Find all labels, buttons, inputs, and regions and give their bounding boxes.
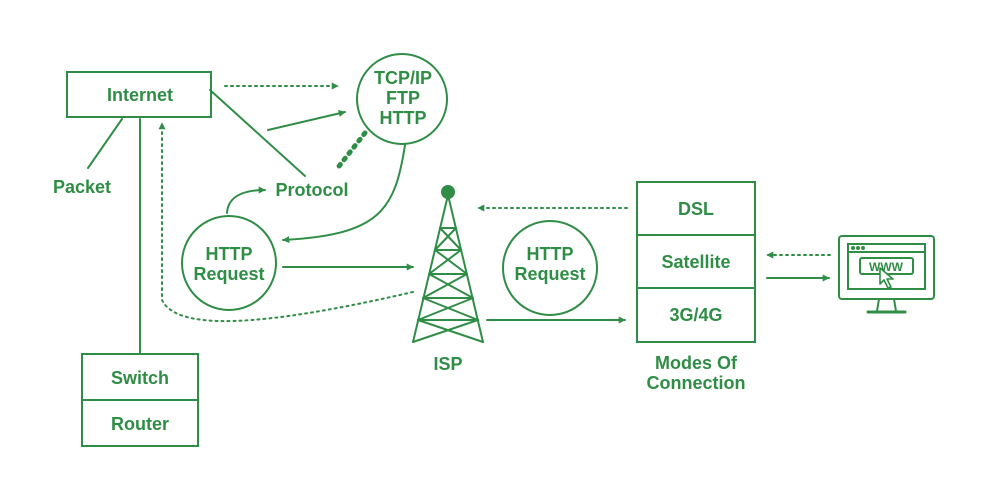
protocol-dotted-link xyxy=(333,130,368,173)
router-label: Router xyxy=(111,414,169,434)
isp-tower-icon xyxy=(412,185,484,343)
protocols-line-1: TCP/IP xyxy=(374,68,432,88)
www-label: WWW xyxy=(869,260,904,274)
arrow-protocols-to-request xyxy=(282,144,406,244)
isp-label: ISP xyxy=(433,354,462,374)
http-request-right-line-2: Request xyxy=(514,264,585,284)
protocol-connector xyxy=(209,89,306,177)
http-request-right-circle xyxy=(502,220,598,316)
mode-satellite-label: Satellite xyxy=(661,252,730,272)
switch-label: Switch xyxy=(111,368,169,388)
modes-caption-line-1: Modes Of xyxy=(655,353,738,373)
modes-caption-line-2: Connection xyxy=(647,373,746,393)
modes-box xyxy=(636,181,756,343)
protocols-line-2: FTP xyxy=(386,88,420,108)
mode-3g4g-label: 3G/4G xyxy=(669,305,722,325)
cursor-arrow-icon xyxy=(879,267,894,289)
packet-connector xyxy=(87,118,123,169)
http-request-left-line-2: Request xyxy=(193,264,264,284)
internet-box xyxy=(66,71,212,118)
internet-label: Internet xyxy=(107,85,173,105)
http-request-left-line-1: HTTP xyxy=(206,244,253,264)
www-computer-icon xyxy=(838,235,935,314)
protocols-line-3: HTTP xyxy=(380,108,427,128)
protocol-label: Protocol xyxy=(275,180,348,200)
http-request-right-line-1: HTTP xyxy=(527,244,574,264)
solid-arrow-to-protocols xyxy=(267,110,346,131)
arrow-request-to-protocol xyxy=(226,186,266,214)
dotted-arrow-isp-to-internet xyxy=(158,122,414,323)
mode-dsl-label: DSL xyxy=(678,199,714,219)
protocols-circle xyxy=(356,53,448,145)
http-request-left-circle xyxy=(181,215,277,311)
packet-label: Packet xyxy=(53,177,111,197)
